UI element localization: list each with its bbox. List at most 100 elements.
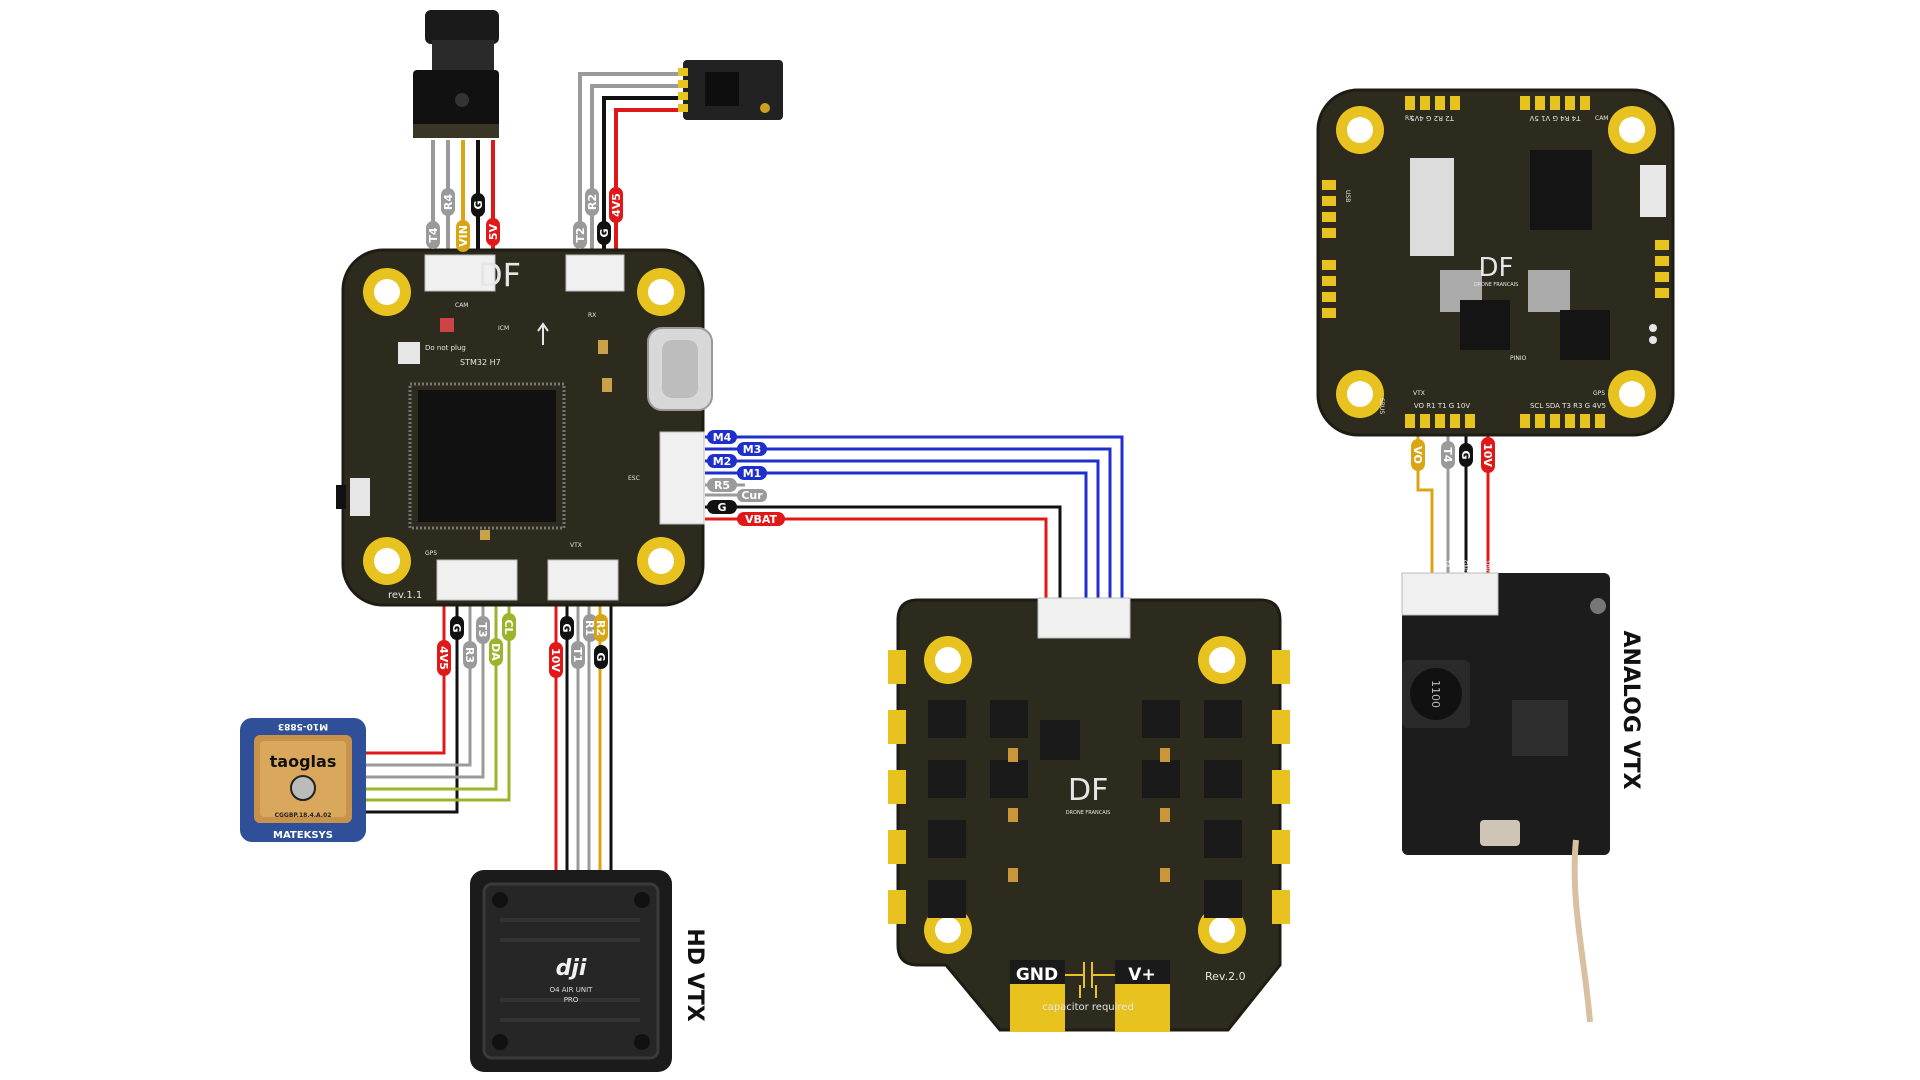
hdvtx-brand: dji [556, 956, 587, 981]
fc2-brand: DRONE FRANCAIS [1474, 282, 1519, 288]
hdvtx-variant: PRO [564, 996, 579, 1004]
fc-mark-gps: GPS [425, 550, 437, 557]
esc-logo: DF [1068, 773, 1108, 808]
esc-vplus-label: V+ [1128, 965, 1155, 985]
an-pin-vo: VO [1416, 560, 1423, 569]
fc-mcu-label: STM32 H7 [460, 358, 501, 367]
wire-esc-m2 [705, 459, 1100, 600]
fc-mcu [418, 390, 556, 522]
wire-gps-cl [366, 600, 511, 802]
gps-maker: MATEKSYS [273, 830, 333, 841]
fc-logo: DF [478, 256, 521, 294]
an-pin-gnd: GND [1461, 560, 1468, 574]
hdvtx-label: HD VTX [682, 928, 707, 1021]
analog-vtx-label: ANALOG VTX [1618, 630, 1643, 789]
tag-cam-t4: T4 [427, 227, 440, 243]
fc2-mark-sbus: SBUS [1378, 398, 1385, 414]
fc-mark-rx: RX [588, 312, 596, 319]
fpv-camera [413, 10, 499, 138]
esc-tags: M4 M3 M2 M1 R5 Cur G VBAT [707, 430, 785, 526]
receiver-harness [578, 72, 683, 262]
tag-gps-4v5: 4V5 [437, 646, 450, 670]
tag-esc-m4: M4 [713, 431, 732, 444]
fc-vtx-connector [547, 559, 619, 601]
wire-esc-m3 [705, 447, 1112, 600]
wire-esc-g [705, 505, 1062, 600]
tag-an-10v: 10V [1481, 443, 1494, 467]
analog-vtx: VO T4 GND 10V 1100 ANALOG VTX [1401, 559, 1643, 1023]
tag-esc-cur: Cur [741, 489, 763, 502]
orientation-arrow-icon [537, 322, 549, 345]
fc-mounting-holes [363, 268, 685, 585]
wire-rx-4v5 [614, 108, 683, 262]
tag-esc-g: G [717, 501, 726, 514]
camera-tags: T4 R4 VIN G 5V [426, 188, 500, 252]
tag-an-g: G [1459, 450, 1472, 459]
tag-esc-m2: M2 [713, 455, 732, 468]
gps-tags: 4V5 G R3 T3 DA CL [437, 613, 516, 676]
fc2-mark-vtx: VTX [1413, 390, 1425, 397]
wire-esc-vbat [705, 517, 1048, 600]
tag-an-vo: VO [1411, 446, 1424, 464]
gps-part: CGGBP.18.4.A.02 [275, 812, 332, 819]
tag-rx-4v5: 4V5 [610, 193, 623, 217]
esc-connector [1037, 597, 1131, 639]
fc-mark-cam: CAM [455, 302, 468, 309]
tag-gps-r3: R3 [463, 647, 476, 663]
fc2-bottom-pads: VO R1 T1 G 10V [1414, 402, 1470, 410]
fc-mark-esc: ESC [628, 475, 640, 482]
esc-revision: Rev.2.0 [1205, 970, 1246, 983]
tag-hd-g2: G [594, 652, 607, 661]
esc-cap-note: capacitor required [1042, 1002, 1134, 1013]
tag-hd-r2: R2 [594, 620, 607, 636]
wire-gps-g [366, 600, 459, 814]
flight-controller: DF STM32 H7 Do not plug rev.1.1 CAM RX V… [336, 248, 713, 607]
tag-gps-da: DA [489, 643, 502, 661]
tag-rx-g: G [598, 228, 611, 237]
esc-brand: DRONE FRANCAIS [1066, 810, 1111, 816]
fc-mark-icm: ICM [498, 325, 509, 332]
fc2-mark-gps: GPS [1593, 390, 1605, 397]
antenna-cable [1571, 839, 1593, 1023]
receiver-tags: T2 R2 G 4V5 [573, 187, 623, 249]
fc2-bottom-pads-right: SCL SDA T3 R3 G 4V5 [1530, 402, 1606, 410]
tag-esc-m1: M1 [743, 467, 762, 480]
tag-rx-r2: R2 [586, 194, 599, 210]
an-pin-t4: T4 [1443, 559, 1450, 568]
tag-hd-g1: G [560, 623, 573, 632]
flight-controller-2: DF DRONE FRANCAIS T4 R4 G V1 5V T2 R2 G … [1316, 88, 1675, 437]
wire-gps-4v5 [366, 600, 446, 755]
fc-mark-vtx: VTX [570, 542, 582, 549]
hdvtx-tags: 10V G T1 R1 R2 G [549, 614, 608, 678]
hd-vtx-unit: dji O4 AIR UNIT PRO HD VTX [470, 870, 707, 1072]
fc2-mark-pinio: PINIO [1510, 355, 1527, 362]
tag-hd-t1: T1 [571, 647, 584, 662]
tag-cam-5v: 5V [487, 223, 500, 240]
gps-module: taoglas CGGBP.18.4.A.02 MATEKSYS M10-588… [240, 718, 366, 842]
analog-tags: VO T4 G 10V [1411, 437, 1495, 473]
analog-connector [1401, 572, 1499, 616]
tag-esc-vbat: VBAT [745, 513, 778, 526]
wire-esc-m4 [705, 435, 1124, 600]
tag-gps-g: G [450, 623, 463, 632]
fc2-top-pads-left: T2 R2 G 4V5 [1410, 114, 1455, 122]
tag-an-t4: T4 [1441, 447, 1454, 463]
tag-cam-g: G [472, 200, 485, 209]
fc-revision: rev.1.1 [388, 590, 422, 601]
receiver [678, 60, 783, 120]
tag-gps-cl: CL [502, 619, 515, 634]
wire-rx-t2 [578, 72, 683, 262]
fc-rx-connector [565, 254, 625, 292]
tag-hd-r1: R1 [583, 620, 596, 636]
esc-gnd-label: GND [1016, 965, 1058, 985]
fc2-mark-cam: CAM [1595, 115, 1608, 122]
fc-gps-connector [436, 559, 518, 601]
tag-cam-vin: VIN [457, 225, 470, 247]
wire-esc-m1 [705, 471, 1088, 600]
esc-board: GND V+ capacitor required Rev.2.0 DF DRO… [888, 597, 1290, 1032]
wire-rx-g [602, 96, 683, 262]
wiring [366, 72, 1490, 875]
tag-rx-t2: T2 [574, 227, 587, 242]
tag-cam-r4: R4 [442, 194, 455, 210]
hdvtx-model: O4 AIR UNIT [550, 986, 594, 994]
